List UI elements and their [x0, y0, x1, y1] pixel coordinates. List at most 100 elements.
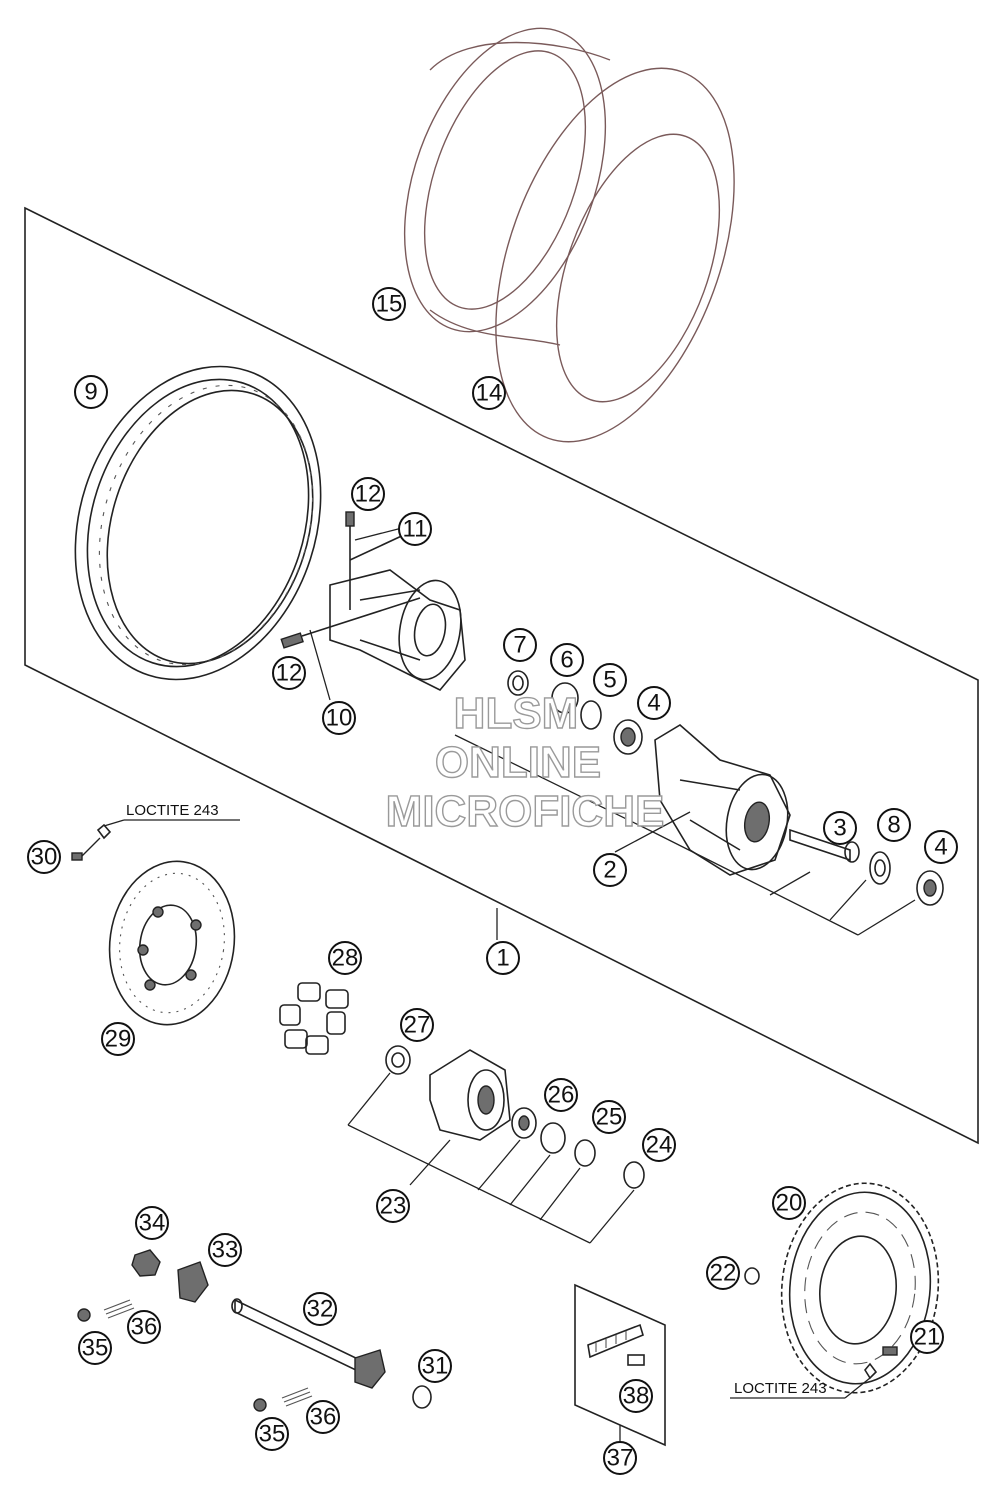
callout-22: 22 [706, 1256, 740, 1290]
callout-15: 15 [372, 287, 406, 321]
tire-group [403, 27, 735, 443]
callout-3: 3 [823, 811, 857, 845]
svg-text:24: 24 [646, 1132, 673, 1159]
svg-text:5: 5 [603, 667, 616, 694]
callout-27: 27 [400, 1008, 434, 1042]
callout-38: 38 [619, 1379, 653, 1413]
callout-9: 9 [74, 375, 108, 409]
svg-text:27: 27 [404, 1012, 431, 1039]
watermark-line-3: MICROFICHE [386, 787, 665, 836]
svg-text:1: 1 [496, 945, 509, 972]
brake-disc-29 [108, 860, 236, 1026]
svg-text:11: 11 [403, 516, 428, 543]
svg-text:29: 29 [105, 1026, 132, 1053]
svg-text:38: 38 [623, 1383, 650, 1410]
svg-text:8: 8 [887, 812, 900, 839]
svg-text:25: 25 [596, 1104, 623, 1131]
svg-text:12: 12 [276, 660, 303, 687]
callout-28: 28 [328, 941, 362, 975]
svg-text:9: 9 [84, 379, 97, 406]
svg-text:4: 4 [934, 834, 947, 861]
callout-10: 10 [322, 701, 356, 735]
callout-29: 29 [101, 1022, 135, 1056]
loctite-note-right: LOCTITE 243 [734, 1380, 827, 1397]
loctite-note-left: LOCTITE 243 [126, 802, 219, 819]
callout-21: 21 [910, 1320, 944, 1354]
chain-kit-frame [574, 1283, 666, 1447]
svg-text:21: 21 [914, 1324, 941, 1351]
svg-text:35: 35 [82, 1335, 109, 1362]
callout-1: 1 [486, 941, 520, 975]
watermark-line-1: HLSM [454, 689, 579, 738]
damper-rubbers-28 [279, 982, 349, 1055]
svg-text:22: 22 [710, 1260, 737, 1287]
svg-text:35: 35 [259, 1421, 286, 1448]
svg-text:10: 10 [326, 705, 353, 732]
screw-30 [71, 819, 240, 861]
callout-8: 8 [877, 808, 911, 842]
spoke-parts [280, 511, 421, 649]
leader-lines-wheel [454, 734, 916, 940]
callout-37: 37 [603, 1441, 637, 1475]
hub-assembly-10 [329, 569, 466, 691]
callout-4a: 4 [637, 686, 671, 720]
callout-12b: 12 [272, 656, 306, 690]
callout-32: 32 [303, 1292, 337, 1326]
callout-11: 11 [398, 512, 432, 546]
svg-text:4: 4 [647, 690, 660, 717]
svg-text:26: 26 [548, 1082, 575, 1109]
callout-5: 5 [593, 663, 627, 697]
svg-text:28: 28 [332, 945, 359, 972]
tire-14 [495, 67, 735, 443]
callout-25: 25 [592, 1100, 626, 1134]
svg-text:3: 3 [833, 815, 846, 842]
inner-tube-15 [403, 27, 607, 333]
callout-14: 14 [472, 376, 506, 410]
callout-26: 26 [544, 1078, 578, 1112]
svg-text:12: 12 [355, 481, 382, 508]
callout-30: 30 [27, 840, 61, 874]
hub-small-parts [507, 670, 643, 755]
svg-text:36: 36 [131, 1314, 158, 1341]
leader-lines-cush-drive [347, 1072, 635, 1244]
wheel-assembly-frame [24, 206, 979, 1145]
nut-22 [744, 1267, 760, 1285]
svg-text:31: 31 [422, 1353, 449, 1380]
callout-24: 24 [642, 1128, 676, 1162]
callout-20: 20 [772, 1186, 806, 1220]
svg-text:7: 7 [513, 632, 526, 659]
bolt-21 [730, 1346, 898, 1399]
callout-33: 33 [208, 1233, 242, 1267]
rim-9 [74, 365, 322, 681]
callout-34: 34 [135, 1206, 169, 1240]
svg-text:14: 14 [476, 380, 503, 407]
svg-text:37: 37 [607, 1445, 634, 1472]
callout-31: 31 [418, 1349, 452, 1383]
svg-text:23: 23 [380, 1193, 407, 1220]
cush-drive-parts [385, 1045, 645, 1189]
svg-text:32: 32 [307, 1296, 334, 1323]
callout-2: 2 [593, 853, 627, 887]
callout-12a: 12 [351, 477, 385, 511]
callout-7: 7 [503, 628, 537, 662]
spacer-washer-bearing [789, 828, 944, 906]
callout-6: 6 [550, 643, 584, 677]
svg-text:34: 34 [139, 1210, 166, 1237]
sprocket-20 [780, 1182, 940, 1394]
axle-parts [77, 1249, 432, 1412]
svg-text:15: 15 [376, 291, 403, 318]
callout-36b: 36 [306, 1400, 340, 1434]
svg-text:20: 20 [776, 1190, 803, 1217]
watermark: HLSM ONLINE MICROFICHE [385, 688, 665, 836]
svg-text:33: 33 [212, 1237, 239, 1264]
hub-2 [654, 724, 791, 876]
callout-23: 23 [376, 1189, 410, 1223]
callout-4b: 4 [924, 830, 958, 864]
svg-text:2: 2 [603, 857, 616, 884]
callout-36a: 36 [127, 1310, 161, 1344]
watermark-line-2: ONLINE [435, 738, 601, 787]
svg-text:6: 6 [560, 647, 573, 674]
callout-35a: 35 [78, 1331, 112, 1365]
callout-35b: 35 [255, 1417, 289, 1451]
